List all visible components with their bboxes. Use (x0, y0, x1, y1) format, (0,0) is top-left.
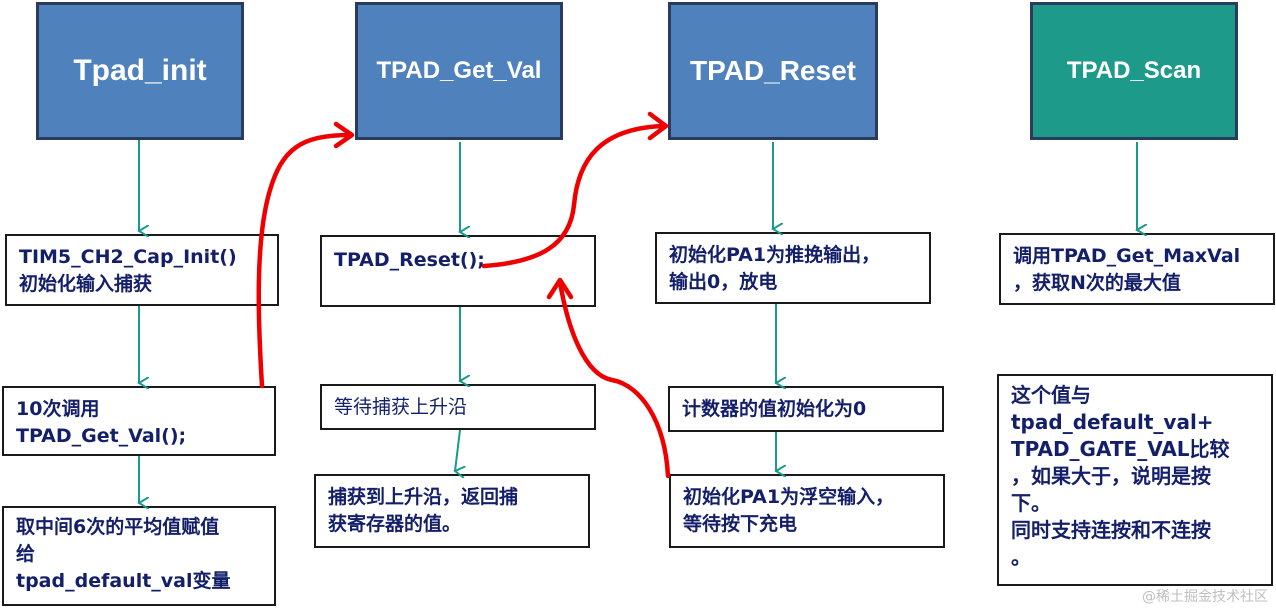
header-tpad-init: Tpad_init (36, 2, 244, 140)
box-compare: 这个值与 tpad_default_val+ TPAD_GATE_VAL比较 ，… (997, 374, 1273, 586)
red-arrowhead-reset (647, 111, 669, 141)
box-call-get-val-line1: 10次调用 (16, 398, 100, 420)
box-counter-init: 计数器的值初始化为0 (668, 386, 944, 432)
box-average: 取中间6次的平均值赋值 给 tpad_default_val变量 (2, 506, 276, 606)
box-counter-init-line1: 计数器的值初始化为0 (682, 398, 867, 420)
red-curve-to-reset (481, 123, 667, 269)
box-compare-line7: 。 (1011, 545, 1031, 569)
box-call-get-val: 10次调用 TPAD_Get_Val(); (2, 386, 276, 456)
box-capture-return-line2: 获寄存器的值。 (328, 513, 462, 535)
box-cap-init-line1: TIM5_CH2_Cap_Init() (19, 246, 237, 268)
box-cap-init: TIM5_CH2_Cap_Init() 初始化输入捕获 (5, 234, 279, 306)
box-get-maxval-line2: ，获取N次的最大值 (1013, 272, 1181, 294)
box-wait-rise: 等待捕获上升沿 (320, 384, 596, 430)
box-average-line1: 取中间6次的平均值赋值 (16, 516, 220, 538)
box-compare-line2: tpad_default_val+ (1011, 410, 1214, 434)
box-get-maxval-line1: 调用TPAD_Get_MaxVal (1013, 245, 1241, 267)
header-tpad-scan: TPAD_Scan (1030, 2, 1238, 140)
box-average-line2: 给 (16, 543, 36, 565)
header-tpad-init-label: Tpad_init (73, 54, 207, 87)
box-average-line3: tpad_default_val变量 (16, 570, 231, 592)
header-tpad-reset-label: TPAD_Reset (690, 55, 856, 86)
box-compare-line5: 下。 (1011, 491, 1051, 515)
box-reset-call-line1: TPAD_Reset(); (334, 249, 485, 271)
watermark: @稀土掘金技术社区 (1142, 589, 1268, 605)
box-capture-return-line1: 捕获到上升沿，返回捕 (328, 486, 519, 508)
red-curve-to-get-val (256, 132, 353, 389)
box-pa1-float-line2: 等待按下充电 (683, 513, 798, 535)
box-compare-line1: 这个值与 (1011, 383, 1091, 407)
red-curve-return (557, 279, 671, 479)
box-compare-line6: 同时支持连按和不连按 (1011, 518, 1211, 542)
box-compare-line3: TPAD_GATE_VAL比较 (1011, 437, 1230, 461)
box-pa1-pushpull-line2: 输出0，放电 (669, 271, 778, 293)
box-compare-line4: ，如果大于，说明是按 (1011, 464, 1211, 488)
box-pa1-float-line1: 初始化PA1为浮空输入， (683, 486, 895, 508)
header-tpad-scan-label: TPAD_Scan (1066, 57, 1202, 84)
box-pa1-float: 初始化PA1为浮空输入， 等待按下充电 (669, 474, 945, 548)
red-arrowhead-get-val (333, 121, 355, 149)
box-capture-return: 捕获到上升沿，返回捕 获寄存器的值。 (314, 474, 590, 548)
box-cap-init-line2: 初始化输入捕获 (19, 273, 153, 295)
box-pa1-pushpull: 初始化PA1为推挽输出， 输出0，放电 (655, 232, 931, 304)
red-arrowhead-return (546, 277, 574, 300)
header-tpad-get-val: TPAD_Get_Val (355, 2, 563, 140)
arrow-c2-3 (455, 429, 460, 471)
box-pa1-pushpull-line1: 初始化PA1为推挽输出， (669, 244, 881, 266)
box-wait-rise-line1: 等待捕获上升沿 (334, 396, 468, 418)
header-tpad-reset: TPAD_Reset (668, 2, 878, 140)
box-call-get-val-line2: TPAD_Get_Val(); (16, 425, 187, 447)
header-tpad-get-val-label: TPAD_Get_Val (376, 57, 542, 84)
